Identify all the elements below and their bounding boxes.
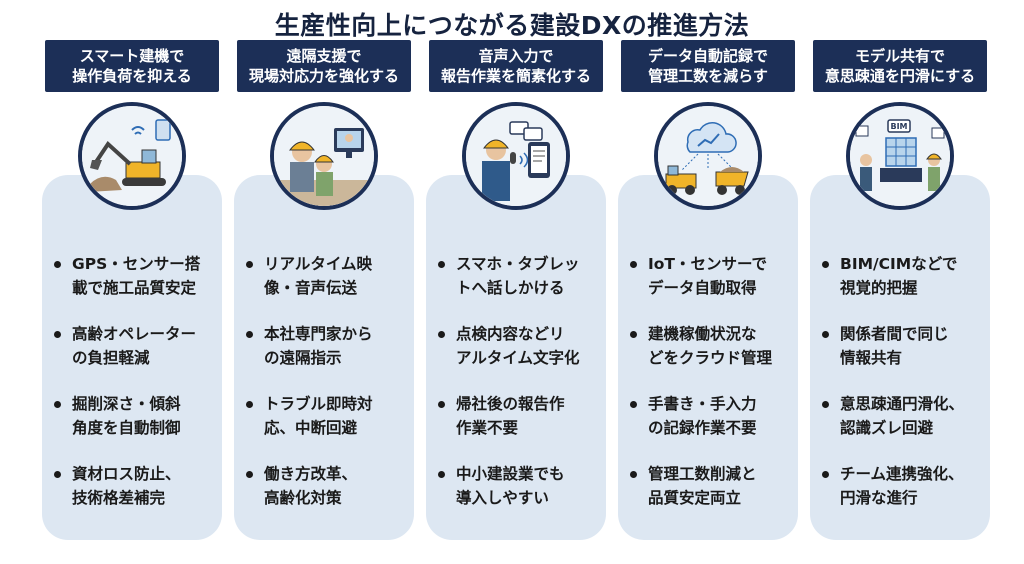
list-item: BIM/CIMなどで視覚的把握 bbox=[822, 252, 988, 300]
header-line: 現場対応力を強化する bbox=[248, 67, 399, 85]
bim-model-icon: BIM bbox=[846, 102, 954, 210]
column-remote-support: 遠隔支援で 現場対応力を強化する リアルタイム映像・音声伝送 本社専門家からの遠 bbox=[234, 40, 414, 540]
header-line: 管理工数を減らす bbox=[648, 67, 768, 85]
list-item: トラブル即時対応、中断回避 bbox=[246, 392, 412, 440]
header-line: データ自動記録で bbox=[647, 47, 768, 65]
column-panel bbox=[810, 175, 990, 540]
header-line: 報告作業を簡素化する bbox=[440, 67, 591, 85]
list-item: スマホ・タブレットへ話しかける bbox=[438, 252, 604, 300]
list-item: チーム連携強化、円滑な進行 bbox=[822, 462, 988, 510]
column-panel bbox=[426, 175, 606, 540]
list-item: 管理工数削減と品質安定両立 bbox=[630, 462, 796, 510]
header-line: 意思疎通を円滑にする bbox=[824, 67, 976, 85]
column-smart-machinery: スマート建機で 操作負荷を抑える GPS・センサー搭載で施工品質安定 高齢オペレ… bbox=[42, 40, 222, 540]
column-header: 音声入力で 報告作業を簡素化する bbox=[429, 40, 603, 92]
header-line: スマート建機で bbox=[79, 47, 185, 65]
column-header: データ自動記録で 管理工数を減らす bbox=[621, 40, 795, 92]
header-line: 音声入力で bbox=[478, 47, 554, 65]
list-item: 中小建設業でも導入しやすい bbox=[438, 462, 604, 510]
column-panel bbox=[234, 175, 414, 540]
list-item: 資材ロス防止、技術格差補完 bbox=[54, 462, 220, 510]
header-line: 操作負荷を抑える bbox=[72, 67, 192, 85]
bim-tag-label: BIM bbox=[890, 122, 907, 131]
list-item: 手書き・手入力の記録作業不要 bbox=[630, 392, 796, 440]
list-item: GPS・センサー搭載で施工品質安定 bbox=[54, 252, 220, 300]
list-item: 働き方改革、高齢化対策 bbox=[246, 462, 412, 510]
bullet-list: スマホ・タブレットへ話しかける 点検内容などリアルタイム文字化 帰社後の報告作作… bbox=[438, 252, 604, 532]
bullet-list: IoT・センサーでデータ自動取得 建機稼働状況などをクラウド管理 手書き・手入力… bbox=[630, 252, 796, 532]
column-panel bbox=[42, 175, 222, 540]
column-model-sharing: モデル共有で 意思疎通を円滑にする BIM bbox=[810, 40, 990, 540]
column-header: モデル共有で 意思疎通を円滑にする bbox=[813, 40, 987, 92]
list-item: 建機稼働状況などをクラウド管理 bbox=[630, 322, 796, 370]
column-header: 遠隔支援で 現場対応力を強化する bbox=[237, 40, 411, 92]
list-item: 帰社後の報告作作業不要 bbox=[438, 392, 604, 440]
page-title: 生産性向上につながる建設DXの推進方法 bbox=[274, 11, 750, 40]
list-item: 関係者間で同じ情報共有 bbox=[822, 322, 988, 370]
list-item: 掘削深さ・傾斜角度を自動制御 bbox=[54, 392, 220, 440]
list-item: 意思疎通円滑化、認識ズレ回避 bbox=[822, 392, 988, 440]
bullet-list: BIM/CIMなどで視覚的把握 関係者間で同じ情報共有 意思疎通円滑化、認識ズレ… bbox=[822, 252, 988, 532]
header-line: モデル共有で bbox=[854, 47, 945, 65]
list-item: 点検内容などリアルタイム文字化 bbox=[438, 322, 604, 370]
cloud-data-icon bbox=[654, 102, 762, 210]
header-line: 遠隔支援で bbox=[286, 47, 362, 65]
excavator-icon bbox=[78, 102, 186, 210]
list-item: IoT・センサーでデータ自動取得 bbox=[630, 252, 796, 300]
list-item: 高齢オペレーターの負担軽減 bbox=[54, 322, 220, 370]
list-item: リアルタイム映像・音声伝送 bbox=[246, 252, 412, 300]
bullet-list: リアルタイム映像・音声伝送 本社専門家からの遠隔指示 トラブル即時対応、中断回避… bbox=[246, 252, 412, 532]
list-item: 本社専門家からの遠隔指示 bbox=[246, 322, 412, 370]
bullet-list: GPS・センサー搭載で施工品質安定 高齢オペレーターの負担軽減 掘削深さ・傾斜角… bbox=[54, 252, 220, 532]
voice-input-icon bbox=[462, 102, 570, 210]
column-data-recording: データ自動記録で 管理工数を減らす IoT・センサーでデ bbox=[618, 40, 798, 540]
column-voice-input: 音声入力で 報告作業を簡素化する スマホ・タブレットへ話しかける bbox=[426, 40, 606, 540]
remote-support-icon bbox=[270, 102, 378, 210]
column-header: スマート建機で 操作負荷を抑える bbox=[45, 40, 219, 92]
column-panel bbox=[618, 175, 798, 540]
